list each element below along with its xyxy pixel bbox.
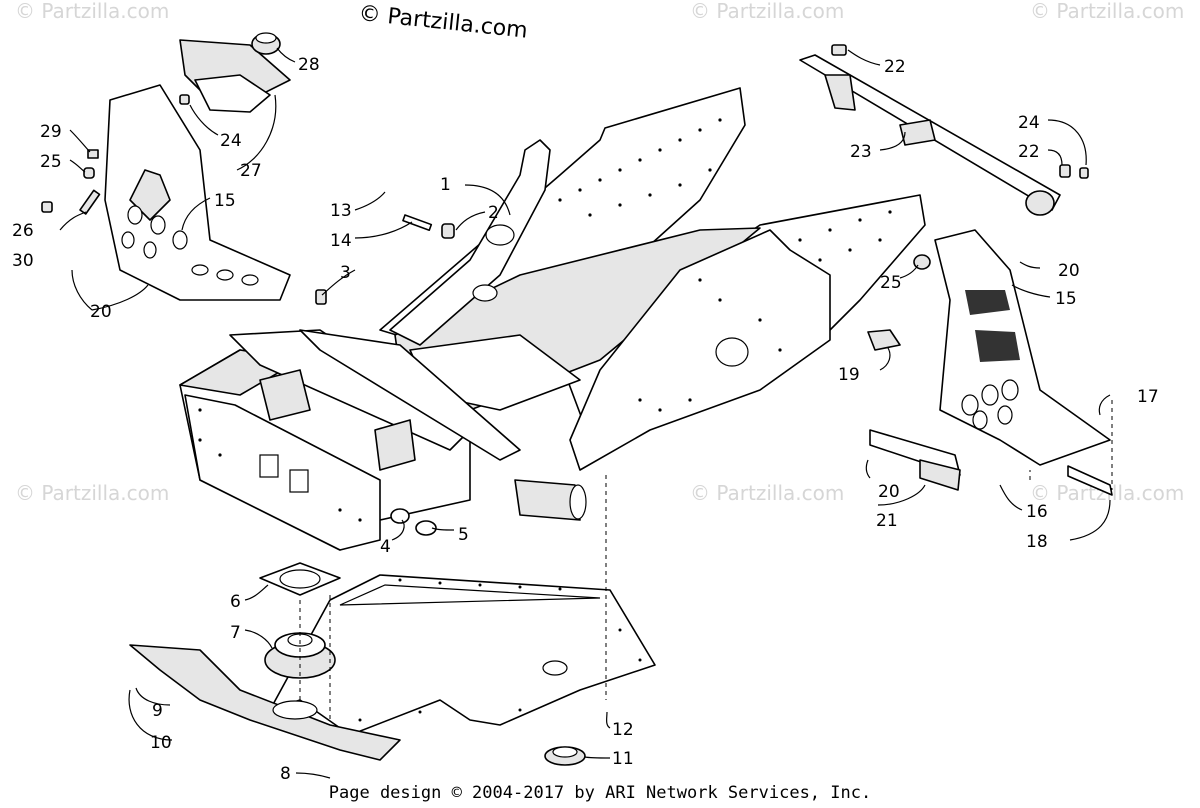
callout: 29 [40, 122, 62, 142]
watermark: © Partzilla.com [690, 0, 844, 23]
callout: 2 [488, 203, 499, 223]
callout: 24 [1018, 113, 1040, 133]
callout: 22 [884, 57, 906, 77]
left-footrest-assembly [41, 32, 291, 301]
part-26-fastener [41, 201, 53, 213]
callout: 15 [1055, 289, 1077, 309]
part-19-bracket [867, 329, 901, 351]
right-footrest-assembly [867, 229, 1113, 496]
callout: 18 [1026, 532, 1048, 552]
part-29-bolt [87, 149, 99, 159]
callout: 10 [150, 733, 172, 753]
callout: 21 [876, 511, 898, 531]
part-14-strip [402, 214, 433, 232]
part-18-strip [1067, 465, 1113, 496]
leader-lines [59, 47, 1111, 779]
callout: 16 [1026, 502, 1048, 522]
callout: 6 [230, 592, 241, 612]
callout: 8 [280, 764, 291, 784]
part-4-washer [390, 508, 410, 524]
callout: 25 [40, 152, 62, 172]
copyright-header: © Partzilla.com [357, 1, 528, 44]
callout: 27 [240, 161, 262, 181]
callout: 20 [1058, 261, 1080, 281]
callout: 20 [878, 482, 900, 502]
callout: 12 [612, 720, 634, 740]
callout: 15 [214, 191, 236, 211]
watermark: © Partzilla.com [15, 0, 169, 23]
callout: 13 [330, 201, 352, 221]
callout: 24 [220, 131, 242, 151]
callout: 9 [152, 701, 163, 721]
callout: 30 [12, 251, 34, 271]
frame-rivets [198, 118, 892, 522]
part-24-nut [179, 94, 190, 105]
belly-pan [269, 574, 656, 736]
watermark: © Partzilla.com [1030, 0, 1184, 23]
main-frame [179, 87, 926, 551]
part-5-washer [415, 520, 437, 536]
part-24-nut-right [1079, 167, 1089, 179]
watermark: © Partzilla.com [690, 481, 844, 505]
callout: 1 [440, 175, 451, 195]
callout: 11 [612, 749, 634, 769]
part-25-nut [83, 167, 95, 179]
callout: 14 [330, 231, 352, 251]
alignment-lines [299, 400, 1113, 720]
part-22-bolt [831, 44, 847, 56]
callout-labels: 1 2 3 4 5 6 7 8 9 10 11 12 13 14 15 15 1… [12, 55, 1159, 784]
part-11-plug [544, 746, 586, 766]
callout: 22 [1018, 142, 1040, 162]
callout: 17 [1137, 387, 1159, 407]
part-30-strap [79, 189, 101, 215]
callout: 4 [380, 537, 391, 557]
callout: 3 [340, 263, 351, 283]
callout: 25 [880, 273, 902, 293]
callout: 7 [230, 623, 241, 643]
callout: 23 [850, 142, 872, 162]
part-23-steering-post [799, 44, 1089, 216]
watermark: © Partzilla.com [15, 481, 169, 505]
callout: 20 [90, 302, 112, 322]
footer-credit: Page design © 2004-2017 by ARI Network S… [329, 783, 871, 803]
callout: 19 [838, 365, 860, 385]
callout: 5 [458, 525, 469, 545]
part-9-skid-plate [129, 644, 401, 761]
callout: 28 [298, 55, 320, 75]
part-2-bushing [441, 223, 455, 239]
part-22-bolt-right [1059, 164, 1071, 178]
callout: 26 [12, 221, 34, 241]
part-6-gasket [259, 562, 341, 596]
